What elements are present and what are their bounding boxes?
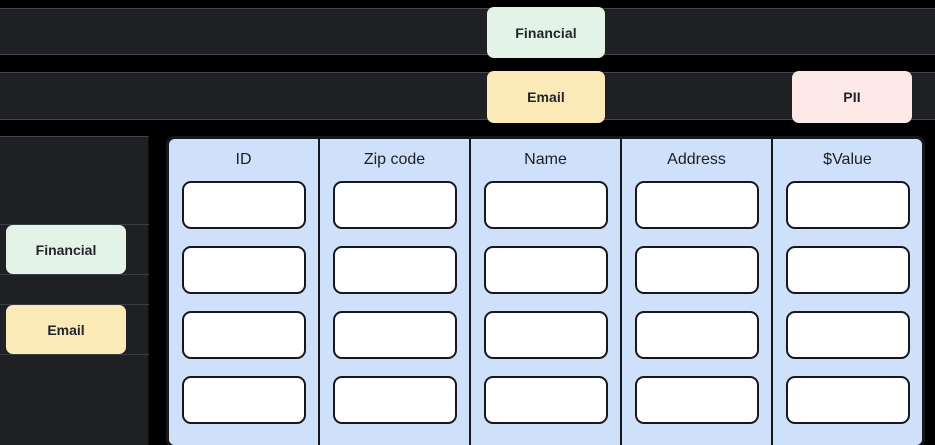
tag-strip-row-2: Email PII (0, 71, 935, 123)
table-cell[interactable] (634, 181, 759, 229)
table-cell[interactable] (181, 181, 306, 229)
table-column: $Value (773, 139, 922, 445)
table-cell[interactable] (785, 181, 910, 229)
tag-financial[interactable]: Financial (487, 7, 605, 58)
table-cell[interactable] (483, 181, 608, 229)
table-cell[interactable] (332, 311, 457, 359)
table-cell[interactable] (332, 376, 457, 424)
table-column: ID (169, 139, 320, 445)
tag-strip-row-1: Financial (0, 7, 935, 58)
sidebar-panel: Financial Email (0, 136, 149, 445)
table-cell[interactable] (634, 376, 759, 424)
table-cell[interactable] (634, 246, 759, 294)
column-header: Address (667, 151, 726, 168)
sidebar-item-email[interactable]: Email (6, 305, 126, 354)
table-cell[interactable] (483, 311, 608, 359)
tag-pii[interactable]: PII (792, 71, 912, 123)
sidebar-divider (0, 354, 149, 355)
table-column: Address (622, 139, 773, 445)
table-cell[interactable] (181, 246, 306, 294)
table-cell[interactable] (785, 311, 910, 359)
table-cell[interactable] (181, 376, 306, 424)
tag-email[interactable]: Email (487, 71, 605, 123)
table-column: Zip code (320, 139, 471, 445)
column-header: $Value (823, 151, 872, 168)
table-cell[interactable] (332, 181, 457, 229)
column-header: ID (235, 151, 252, 168)
sidebar-divider (0, 304, 149, 305)
table-cell[interactable] (332, 246, 457, 294)
sidebar-divider (0, 224, 149, 225)
sidebar-item-financial[interactable]: Financial (6, 225, 126, 274)
column-header: Name (524, 151, 567, 168)
table-cell[interactable] (483, 246, 608, 294)
table-cell[interactable] (785, 376, 910, 424)
table-cell[interactable] (785, 246, 910, 294)
sidebar-divider (0, 274, 149, 275)
table-cell[interactable] (483, 376, 608, 424)
table-cell[interactable] (634, 311, 759, 359)
table-cell[interactable] (181, 311, 306, 359)
data-table: ID Zip code Name Address $Value (166, 136, 925, 445)
table-column: Name (471, 139, 622, 445)
column-header: Zip code (363, 151, 426, 168)
